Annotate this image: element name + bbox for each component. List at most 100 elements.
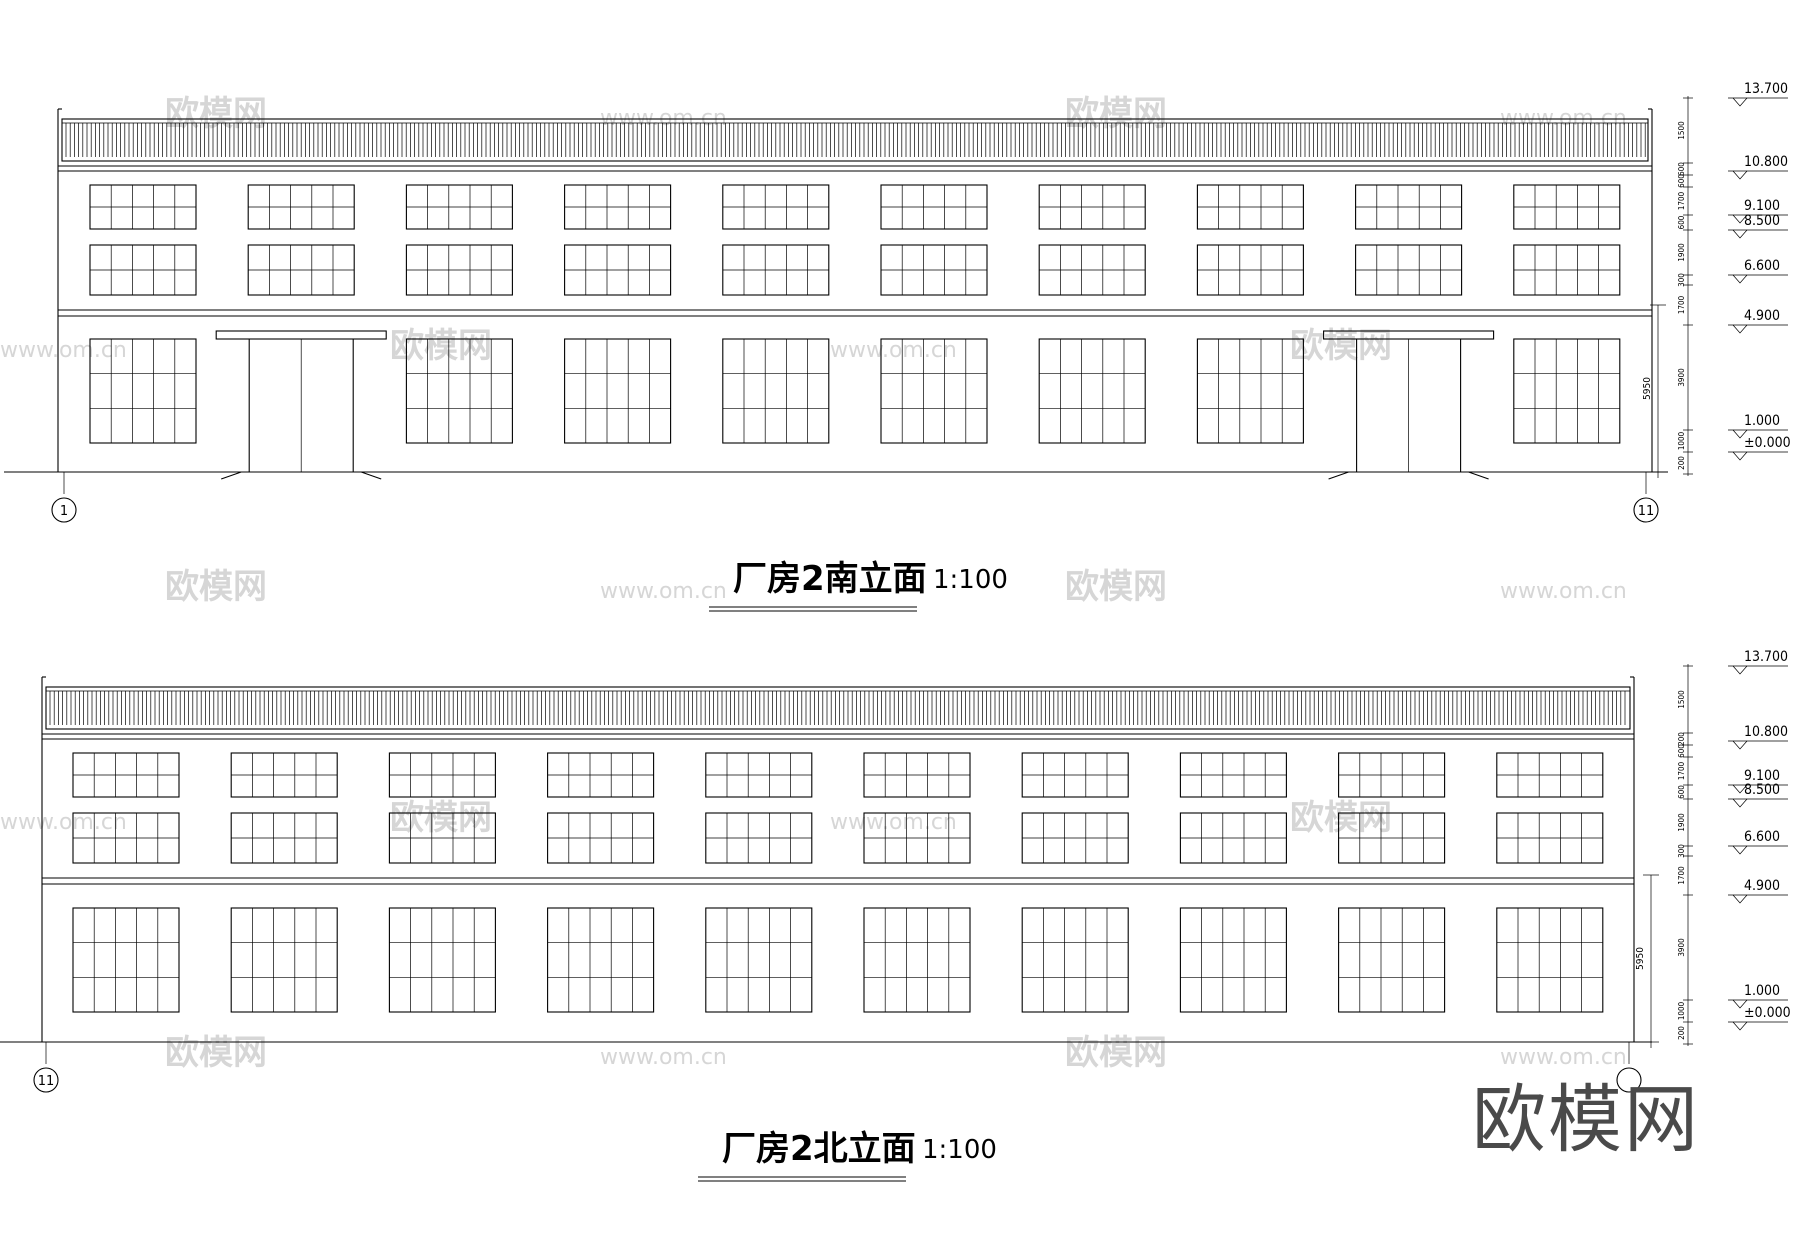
elevation-title: 厂房2南立面: [733, 559, 927, 599]
entrance-door: [1323, 330, 1495, 480]
window: [89, 244, 197, 296]
overall-dimension: 5950: [1635, 947, 1646, 970]
axis-bubble: 11: [1633, 497, 1659, 523]
window: [1196, 184, 1304, 230]
level-value: 8.500: [1744, 782, 1780, 798]
window: [722, 338, 830, 444]
window: [247, 244, 355, 296]
window: [1179, 907, 1287, 1013]
axis-bubble: 11: [33, 1067, 59, 1093]
window: [863, 752, 971, 798]
window: [1496, 752, 1604, 798]
window: [1179, 752, 1287, 798]
roof-seams: [65, 123, 1646, 157]
window: [863, 907, 971, 1013]
segment-dimension: 300: [1677, 844, 1686, 858]
level-value: 10.800: [1744, 154, 1788, 170]
window-frame: [547, 907, 655, 1013]
window: [1355, 244, 1463, 296]
window: [1338, 907, 1446, 1013]
roof-panel: [61, 118, 1649, 162]
window: [405, 184, 513, 230]
level-triangle: [1732, 229, 1748, 239]
window: [405, 338, 513, 444]
level-marker: 4.900: [1728, 308, 1788, 334]
window: [388, 752, 496, 798]
level-triangle: [1732, 214, 1748, 224]
window: [388, 907, 496, 1013]
axis-circle: [51, 497, 77, 523]
level-triangle: [1732, 798, 1748, 808]
window: [230, 752, 338, 798]
window: [405, 244, 513, 296]
level-value: 8.500: [1744, 213, 1780, 229]
segment-dimension: 1900: [1677, 813, 1686, 832]
level-value: 6.600: [1744, 829, 1780, 845]
window: [547, 812, 655, 864]
watermark-url: www.om.cn: [830, 810, 957, 835]
level-marker: 1.000: [1728, 983, 1788, 1009]
segment-dimension: 3900: [1677, 368, 1686, 387]
level-marker: 4.900: [1728, 878, 1788, 904]
overall-dimension: 5950: [1642, 377, 1653, 400]
watermark-url: www.om.cn: [0, 810, 127, 835]
window: [1038, 338, 1146, 444]
level-value: 1.000: [1744, 413, 1780, 429]
level-marker: 13.700: [1728, 81, 1788, 107]
segment-dimension: 600: [1677, 785, 1686, 799]
segment-dimension: 1700: [1677, 866, 1686, 885]
level-value: 4.900: [1744, 308, 1780, 324]
watermark-logo: 欧模网: [1065, 567, 1167, 607]
window: [705, 907, 813, 1013]
axis-bubble: 1: [51, 497, 77, 523]
segment-dimension: 200: [1677, 1026, 1686, 1040]
window-frame: [230, 907, 338, 1013]
segment-dimension: 600: [1677, 162, 1686, 176]
window: [564, 244, 672, 296]
window: [1021, 752, 1129, 798]
watermark-url: www.om.cn: [1500, 579, 1627, 604]
window: [1196, 338, 1304, 444]
segment-dimension: 200: [1677, 456, 1686, 470]
window: [863, 812, 971, 864]
watermark-url: www.om.cn: [1500, 1045, 1627, 1070]
window: [1496, 812, 1604, 864]
axis-label: 11: [1638, 504, 1655, 519]
window: [1179, 812, 1287, 864]
window: [1513, 184, 1621, 230]
level-marker: ±0.000: [1728, 435, 1791, 461]
level-triangle: [1732, 894, 1748, 904]
window: [89, 338, 197, 444]
window: [1496, 907, 1604, 1013]
window: [1038, 244, 1146, 296]
brand-logo: 欧模网: [1472, 1077, 1700, 1163]
window: [1513, 338, 1621, 444]
level-value: ±0.000: [1744, 435, 1791, 451]
window: [722, 244, 830, 296]
segment-dimension: 1000: [1677, 431, 1686, 450]
window: [72, 907, 180, 1013]
segment-dimension: 1700: [1677, 191, 1686, 210]
window-frame: [1179, 907, 1287, 1013]
watermark-logo: 欧模网: [165, 94, 267, 134]
window: [705, 812, 813, 864]
level-triangle: [1732, 1021, 1748, 1031]
window: [547, 907, 655, 1013]
watermark-url: www.om.cn: [600, 1045, 727, 1070]
window: [564, 338, 672, 444]
segment-dimension: 600: [1677, 174, 1686, 188]
level-marker: 8.500: [1728, 213, 1788, 239]
window: [880, 184, 988, 230]
window-frame: [880, 338, 988, 444]
level-triangle: [1732, 740, 1748, 750]
door-canopy: [215, 330, 387, 340]
window-frame: [1513, 338, 1621, 444]
level-marker: 9.100: [1728, 768, 1788, 794]
level-value: 1.000: [1744, 983, 1780, 999]
watermark-url: www.om.cn: [0, 338, 127, 363]
axis-circle: [1633, 497, 1659, 523]
window: [1038, 184, 1146, 230]
watermark-logo: 欧模网: [390, 798, 492, 838]
level-marker: 8.500: [1728, 782, 1788, 808]
